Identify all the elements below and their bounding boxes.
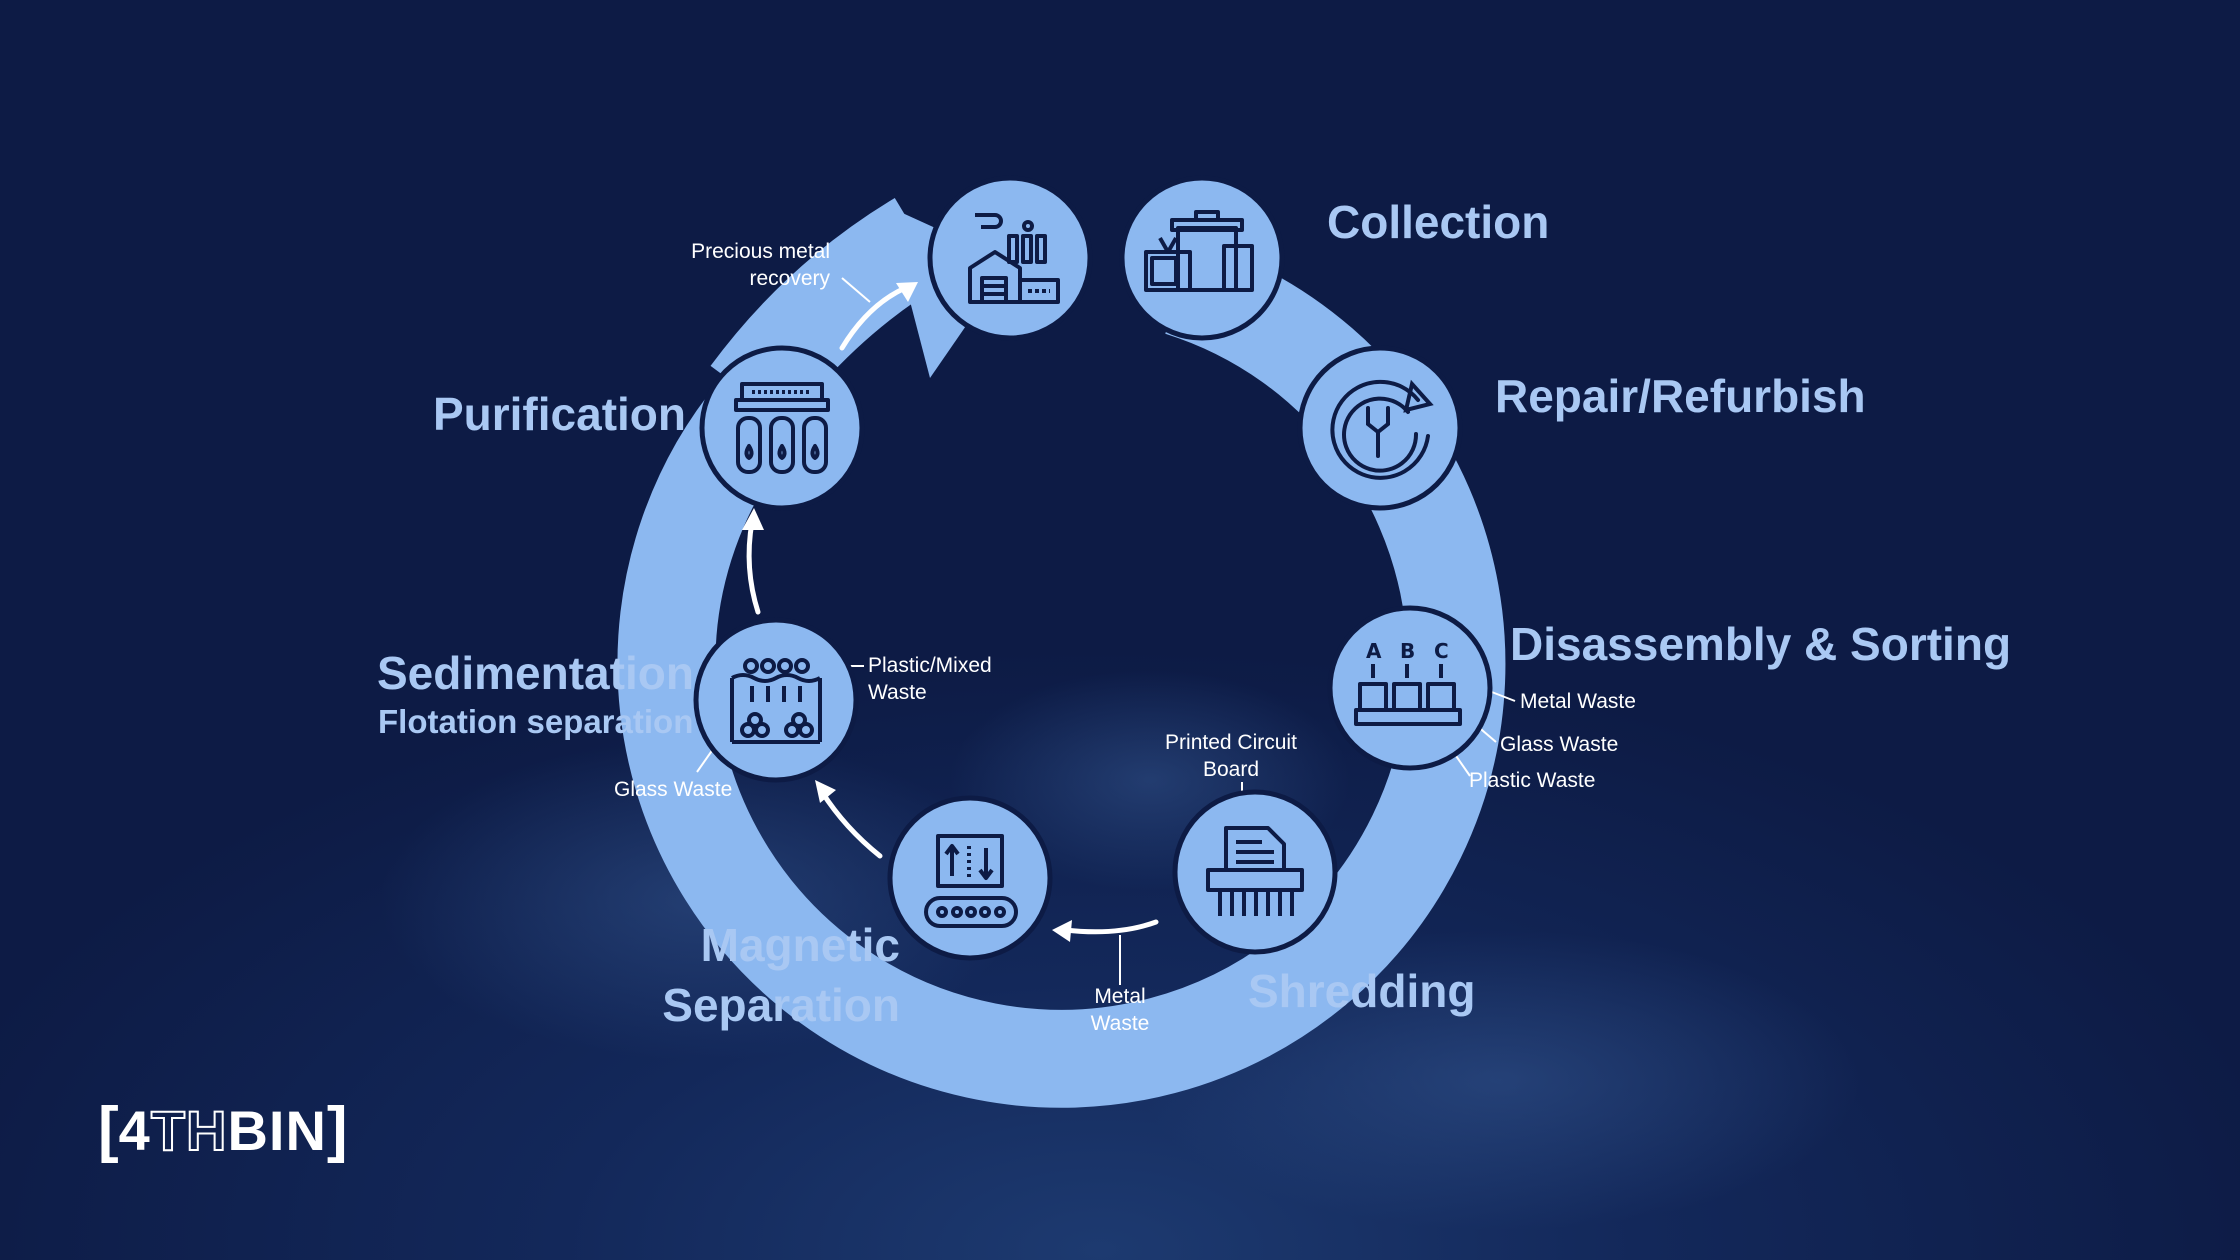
note-glass-waste-sedimentation: Glass Waste	[614, 778, 733, 801]
svg-text:B: B	[1400, 639, 1415, 663]
note-plastic-mixed-line1: Plastic/Mixed	[868, 654, 992, 677]
svg-text:A: A	[1366, 639, 1382, 663]
paper-shredder-icon	[1206, 826, 1304, 916]
stage-title-collection: Collection	[1327, 196, 1550, 248]
stage-title-disassembly: Disassembly & Sorting	[1510, 618, 2012, 670]
node-recovery	[927, 175, 1093, 341]
magnetic-conveyor-icon	[924, 834, 1018, 928]
flow-arrow-shred-to-magnetic	[1062, 919, 1159, 935]
filter-cartridges-icon	[734, 382, 830, 474]
note-plastic-waste-sorting: Plastic Waste	[1469, 769, 1596, 792]
stage-title-shredding: Shredding	[1248, 965, 1476, 1017]
logo-text-4: 4	[118, 1098, 151, 1162]
node-disassembly: A B C	[1327, 605, 1493, 771]
note-plastic-mixed-line2: Waste	[868, 681, 927, 704]
stage-title-purification: Purification	[432, 388, 686, 440]
node-purification	[699, 345, 865, 511]
node-repair	[1297, 345, 1463, 511]
factory-icon	[968, 213, 1060, 304]
flow-arrow-magnetic-to-sedimentation	[819, 789, 883, 859]
stage-title-sedimentation: Sedimentation	[377, 647, 694, 699]
note-precious-line1: Precious metal	[691, 240, 830, 263]
note-precious-line2: recovery	[749, 267, 830, 290]
flow-arrow-sedimentation-to-purification	[746, 519, 761, 615]
node-sedimentation	[693, 617, 859, 783]
flotation-tank-icon	[730, 658, 822, 744]
stage-title-magnetic-line1: Magnetic	[700, 919, 900, 971]
stage-subtitle-flotation: Flotation separation	[378, 703, 694, 740]
logo-text-bin: BIN	[227, 1098, 327, 1162]
flow-arrow-purification-to-recovery	[839, 285, 908, 351]
note-metal-line2: Waste	[1090, 1012, 1150, 1035]
brand-logo: [ 4 TH BIN ]	[98, 1095, 348, 1164]
node-collection	[1119, 175, 1285, 341]
stage-title-repair: Repair/Refurbish	[1495, 370, 1866, 422]
note-pcb-line1: Printed Circuit	[1165, 731, 1297, 754]
node-shredding	[1172, 789, 1338, 955]
logo-text-th: TH	[150, 1098, 228, 1163]
note-pcb-line2: Board	[1202, 758, 1260, 781]
wrench-cycle-icon	[1330, 379, 1434, 480]
flow-arrows	[742, 282, 1159, 942]
abc-sorting-icon: A B C	[1354, 639, 1462, 726]
stage-title-magnetic-line2: Separation	[662, 979, 900, 1031]
note-metal-waste-sorting: Metal Waste	[1520, 690, 1636, 713]
svg-text:C: C	[1434, 639, 1449, 663]
note-glass-waste-sorting: Glass Waste	[1500, 733, 1619, 756]
electronics-bin-icon	[1144, 210, 1254, 292]
logo-bracket-left: [	[98, 1095, 119, 1164]
node-magnetic	[887, 795, 1053, 961]
logo-bracket-right: ]	[326, 1095, 348, 1164]
note-metal-line1: Metal	[1094, 985, 1146, 1008]
